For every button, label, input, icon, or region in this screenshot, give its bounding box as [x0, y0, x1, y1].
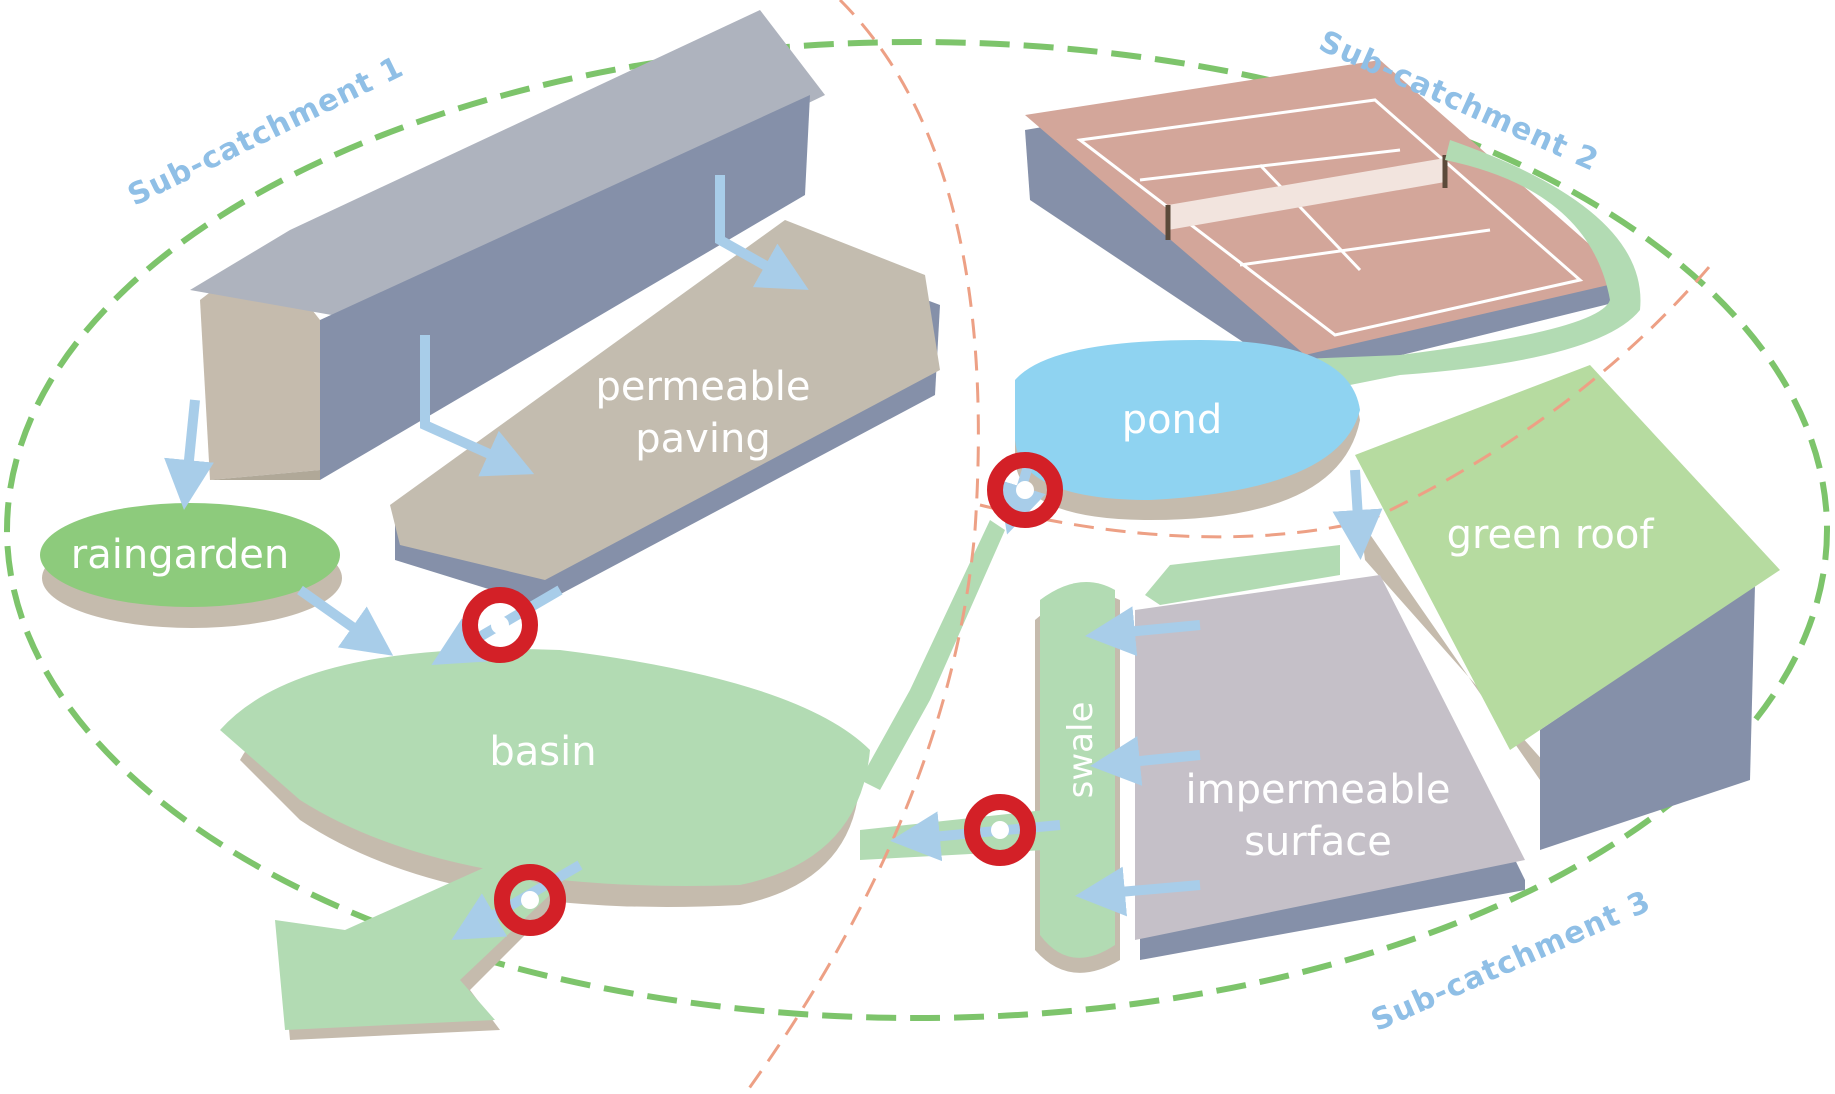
catchment-boundary: [4, 39, 1830, 1021]
label-green-roof: green roof: [1447, 512, 1655, 558]
control-ring-swale: [964, 794, 1036, 866]
label-raingarden: raingarden: [71, 532, 289, 578]
court-drain-channel: [1265, 140, 1641, 395]
basin-area: [220, 520, 1005, 1040]
green-roof-building: [1355, 365, 1780, 850]
label-permeable-paving-line2: paving: [635, 416, 770, 462]
roof-drain-channel: [1145, 545, 1340, 605]
impermeable-surface: [1135, 575, 1525, 960]
label-pond: pond: [1122, 397, 1223, 443]
label-impermeable-surface-line2: surface: [1244, 819, 1392, 865]
label-swale: swale: [1061, 702, 1101, 799]
raingarden-area: [40, 503, 342, 628]
control-ring-pond: [987, 452, 1063, 528]
flow-controls: [462, 452, 1063, 936]
label-basin: basin: [489, 729, 596, 775]
control-ring-basin: [494, 864, 566, 936]
label-permeable-paving-line1: permeable: [596, 364, 811, 410]
control-ring-paving: [462, 587, 538, 663]
label-impermeable-surface-line1: impermeable: [1185, 767, 1450, 813]
tennis-court: [1025, 60, 1630, 380]
building: [190, 10, 825, 480]
permeable-paving: [390, 220, 940, 605]
pond-area: [1015, 340, 1360, 520]
